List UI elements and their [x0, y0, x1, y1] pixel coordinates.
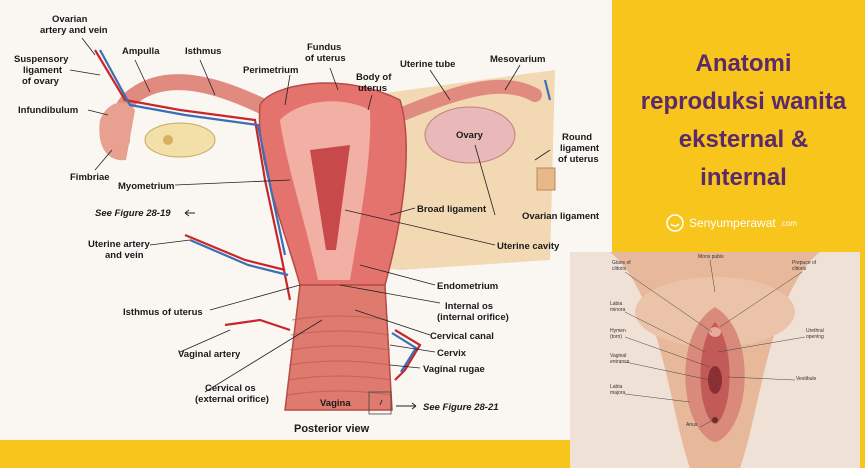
title-line-1: Anatomi: [622, 50, 865, 78]
ext-label-glans-2: clitoris: [612, 266, 627, 272]
brand-suffix: .com: [780, 219, 797, 228]
label-uterine-cavity: Uterine cavity: [497, 241, 560, 252]
label-suspensory-1: Suspensory: [14, 54, 69, 65]
label-ampulla: Ampulla: [122, 46, 160, 57]
label-uterine-tube: Uterine tube: [400, 59, 455, 70]
label-fimbriae: Fimbriae: [70, 172, 110, 183]
label-perimetrium: Perimetrium: [243, 65, 298, 76]
ext-label-vag-entrance-2: entrance: [610, 359, 630, 365]
caption-posterior-view: Posterior view: [294, 423, 370, 435]
external-anatomy-panel: Glans of clitoris Mons pubis Prepuce of …: [570, 252, 860, 468]
label-ovarian-artery-2: artery and vein: [40, 25, 108, 36]
label-suspensory-3: of ovary: [22, 76, 60, 87]
label-ovary: Ovary: [456, 130, 484, 141]
label-endometrium: Endometrium: [437, 281, 498, 292]
internal-anatomy-diagram: Ovarian artery and vein Suspensory ligam…: [0, 0, 612, 440]
ext-label-prepuce-2: clitoris: [792, 266, 807, 272]
ext-label-vestibule: Vestibule: [796, 376, 817, 382]
ext-label-minora-2: minora: [610, 307, 626, 313]
external-anatomy-illustration: Glans of clitoris Mons pubis Prepuce of …: [570, 252, 860, 468]
label-internal-os-1: Internal os: [445, 301, 493, 312]
label-broad-ligament: Broad ligament: [417, 204, 487, 215]
label-infundibulum: Infundibulum: [18, 105, 78, 116]
label-fundus-2: of uterus: [305, 53, 346, 64]
fimbriae-shape: [99, 103, 135, 161]
label-ovarian-ligament: Ovarian ligament: [522, 211, 600, 222]
label-see-fig-19: See Figure 28-19: [95, 208, 171, 219]
label-vagina: Vagina: [320, 398, 351, 409]
label-round-1: Round: [562, 132, 592, 143]
label-internal-os-2: (internal orifice): [437, 312, 509, 323]
label-uterine-artery-1: Uterine artery: [88, 239, 150, 250]
brand-logo: Senyumperawat .com: [665, 213, 797, 233]
label-suspensory-2: ligament: [23, 65, 63, 76]
title-line-2: reproduksi wanita: [622, 88, 865, 116]
label-mesovarium: Mesovarium: [490, 54, 545, 65]
label-cervix: Cervix: [437, 348, 467, 359]
label-see-fig-21: See Figure 28-21: [423, 402, 499, 413]
label-myometrium: Myometrium: [118, 181, 174, 192]
label-cervical-canal: Cervical canal: [430, 331, 494, 342]
label-vaginal-rugae: Vaginal rugae: [423, 364, 485, 375]
ext-label-anus: Anus: [686, 422, 698, 428]
label-cervical-os-2: (external orifice): [195, 394, 269, 405]
ext-label-majora-2: majora: [610, 390, 626, 396]
title-box: Anatomi reproduksi wanita eksternal & in…: [622, 8, 865, 248]
label-isthmus-uterus: Isthmus of uterus: [123, 307, 203, 318]
label-cervical-os-1: Cervical os: [205, 383, 256, 394]
label-round-3: of uterus: [558, 154, 599, 165]
brand-name: Senyumperawat: [689, 216, 776, 230]
label-body-2: uterus: [358, 83, 387, 94]
ext-label-mons: Mons pubis: [698, 254, 724, 260]
bottom-strip: [0, 440, 570, 468]
title-line-4: internal: [622, 164, 865, 192]
label-ovarian-artery-1: Ovarian: [52, 14, 88, 25]
label-body-1: Body of: [356, 72, 392, 83]
ovary-left: [145, 123, 215, 157]
label-fundus-1: Fundus: [307, 42, 341, 53]
ext-label-urethral-2: opening: [806, 334, 824, 340]
ext-label-hymen-2: (torn): [610, 334, 622, 340]
smile-icon: [665, 213, 685, 233]
label-round-2: ligament: [560, 143, 600, 154]
title-line-3: eksternal &: [622, 126, 865, 154]
label-vaginal-artery: Vaginal artery: [178, 349, 241, 360]
label-isthmus: Isthmus: [185, 46, 221, 57]
label-uterine-artery-2: and vein: [105, 250, 144, 261]
